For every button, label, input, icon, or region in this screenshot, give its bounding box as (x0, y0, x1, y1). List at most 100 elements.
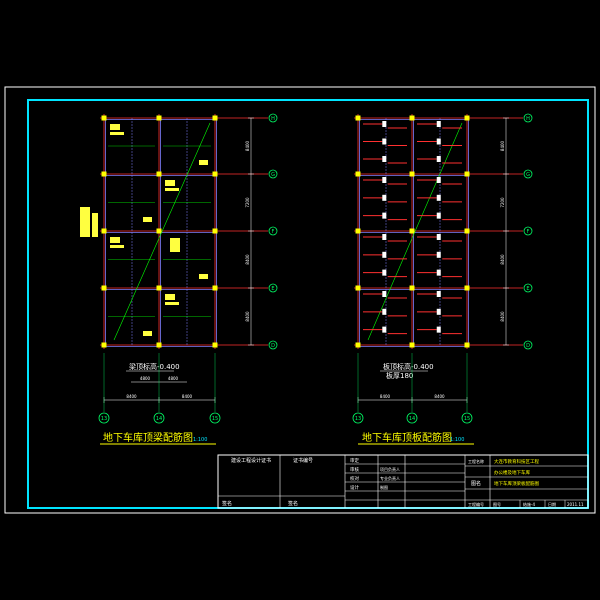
slab-rebar-label (382, 177, 387, 183)
axis-label-bottom: 15 (464, 416, 470, 422)
column-marker (212, 285, 218, 291)
axis-bubble-right (268, 169, 278, 179)
axis-label-right: H (271, 116, 275, 122)
axis-bubble-bottom (461, 412, 473, 424)
column-marker (156, 171, 162, 177)
axis-label-right: G (271, 172, 275, 178)
axis-label-bottom: 13 (101, 416, 107, 422)
column-marker (156, 285, 162, 291)
axis-bubble-right (268, 113, 278, 123)
slab-rebar-label (382, 121, 387, 127)
axis-label-right: E (271, 286, 274, 292)
beam-annotation-block (110, 124, 120, 130)
beam-side-annotation (80, 207, 90, 237)
tb-cert-no: 证书编号 (293, 457, 313, 464)
slab-rebar-label (436, 308, 441, 315)
dimension-text-bottom: 8400 (182, 394, 193, 399)
dimension-text-right: 7200 (500, 197, 505, 208)
axis-bubble-right (268, 283, 278, 293)
beam-annotation-block (199, 160, 208, 165)
column-marker (464, 171, 470, 177)
slab-rebar-label (382, 291, 387, 297)
axis-label-bottom: 15 (212, 416, 218, 422)
dimension-text-right: 8400 (500, 140, 505, 151)
column-marker (464, 228, 470, 234)
column-marker (409, 342, 415, 348)
axis-bubble-right (523, 113, 533, 123)
dimension-text-right: 8400 (245, 140, 250, 151)
tb-date-value: 2011.11 (567, 502, 584, 507)
slab-rebar-label (436, 326, 441, 333)
slab-rebar-label (436, 291, 441, 297)
column-marker (156, 115, 162, 121)
dimension-text-bottom: 8400 (434, 394, 445, 399)
right-plan-scale: 1:100 (450, 437, 464, 443)
column-marker (409, 228, 415, 234)
column-marker (156, 228, 162, 234)
axis-label-right: G (526, 172, 530, 178)
tb-sign-2: 签名 (288, 500, 298, 507)
axis-bubble-right (523, 283, 533, 293)
column-marker (212, 228, 218, 234)
slab-rebar-label (382, 156, 387, 162)
beam-annotation-block (170, 238, 180, 252)
beam-annotation-block (110, 132, 124, 135)
tb-discipline-lead: 专业负责人 (380, 475, 400, 481)
right-plan-title: 地下车库顶板配筋图 (362, 431, 452, 444)
slab-rebar-label (382, 234, 387, 240)
sheet-inner-border (27, 99, 589, 509)
axis-label-bottom: 13 (355, 416, 361, 422)
slab-rebar-label (436, 138, 441, 145)
column-marker (355, 171, 361, 177)
beam-annotation-block (110, 245, 124, 248)
column-marker (409, 285, 415, 291)
tb-job-no-label: 工程编号 (468, 501, 484, 507)
beam-annotation-block (165, 180, 175, 186)
axis-label-right: F (527, 229, 530, 235)
left-plan-scale: 1:100 (193, 437, 207, 443)
beam-annotation-block (165, 302, 179, 305)
slab-rebar-label (382, 212, 387, 219)
dimension-text-bottom-upper: 4800 (140, 376, 151, 381)
axis-bubble-right (268, 340, 278, 350)
left-plan-title: 地下车库顶梁配筋图 (103, 431, 193, 444)
elevation-note: 梁顶标高-0.400 (129, 362, 180, 371)
dimension-text-bottom: 8400 (126, 394, 137, 399)
dimension-text-right: 8400 (245, 311, 250, 322)
column-marker (464, 285, 470, 291)
right-plan-drawing: HGFED8400720084008400板顶标高-0.400板厚1808400… (352, 113, 533, 424)
sheet-outer-frame (4, 86, 596, 514)
slab-rebar-label (436, 194, 441, 201)
tb-approved: 审定 (350, 457, 359, 464)
column-marker (355, 228, 361, 234)
axis-bubble-bottom (98, 412, 110, 424)
slab-rebar-label (382, 269, 387, 276)
tb-drawing-no-label: 图号 (493, 501, 501, 507)
elevation-note: 板顶标高-0.400 (383, 362, 434, 371)
tb-date-label: 日期 (548, 501, 556, 507)
tb-drawing-label: 图名 (471, 480, 481, 487)
axis-bubble-right (268, 226, 278, 236)
slab-rebar-label (382, 251, 387, 258)
column-marker (409, 115, 415, 121)
slab-rebar-label (436, 269, 441, 276)
dimension-text-right: 7200 (245, 197, 250, 208)
axis-bubble-right (523, 226, 533, 236)
column-marker (409, 171, 415, 177)
column-marker (464, 115, 470, 121)
beam-side-annotation (92, 213, 98, 237)
diagonal-section-line (113, 122, 211, 341)
dimension-text-bottom: 8400 (380, 394, 391, 399)
axis-bubble-right (523, 169, 533, 179)
axis-label-right: E (526, 286, 529, 292)
slab-rebar-label (436, 251, 441, 258)
column-marker (355, 342, 361, 348)
tb-sign: 签名 (222, 500, 232, 507)
slab-rebar-label (382, 326, 387, 333)
column-marker (156, 342, 162, 348)
beam-annotation-block (165, 188, 179, 191)
tb-design-unit: 建设工程设计证书 (231, 457, 271, 464)
column-marker (212, 115, 218, 121)
slab-rebar-label (436, 234, 441, 240)
